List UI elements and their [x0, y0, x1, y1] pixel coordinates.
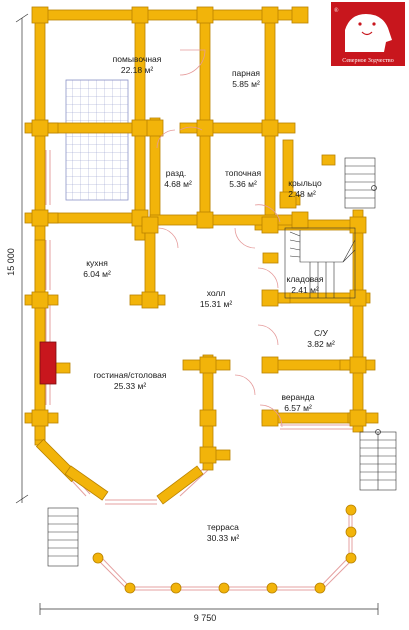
room-name-storage: кладовая	[287, 274, 324, 284]
dimension-width: 9 750	[194, 613, 217, 623]
room-area-bathroom: 3.82 м²	[307, 339, 335, 349]
log-knot-3	[261, 6, 279, 24]
room-area-living: 25.33 м²	[114, 381, 146, 391]
log-knot-24	[349, 356, 367, 374]
log-knot-18	[31, 291, 49, 309]
log-knot-14	[261, 216, 279, 234]
terrace-steps-right	[359, 431, 397, 491]
log-5	[179, 122, 296, 134]
room-area-washroom: 22.18 м²	[121, 65, 153, 75]
log-knot-28	[349, 409, 367, 427]
room-name-living: гостиная/столовая	[93, 370, 166, 380]
door-arcs	[156, 49, 283, 428]
logo-mark: ®	[334, 7, 339, 14]
terrace-post-7	[345, 526, 357, 538]
log-knot-8	[196, 119, 214, 137]
room-name-boiler: топочная	[225, 168, 262, 178]
log-knot-10	[31, 209, 49, 227]
log-knot-17	[279, 191, 297, 209]
log-knot-13	[196, 211, 214, 229]
log-knot-4	[291, 6, 309, 24]
terrace-post-0	[92, 552, 104, 564]
log-knot-6	[131, 119, 149, 137]
log-24	[156, 465, 204, 505]
room-name-sauna: парная	[232, 68, 260, 78]
room-name-washroom: помывочная	[113, 54, 162, 64]
porch-steps	[344, 157, 376, 209]
log-knot-15	[291, 211, 309, 229]
log-knot-27	[261, 409, 279, 427]
dimension-lines	[15, 13, 381, 615]
log-knot-1	[131, 6, 149, 24]
room-name-changing: разд.	[166, 168, 186, 178]
stairs	[284, 227, 356, 299]
room-area-hall: 15.31 м²	[200, 299, 232, 309]
log-4	[264, 14, 276, 139]
room-area-kitchen: 6.04 м²	[83, 269, 111, 279]
logo-brand: Северное Зодчество	[342, 58, 393, 64]
room-labels: помывочная 22.18 м² парная 5.85 м² разд.…	[83, 54, 335, 543]
terrace-post-6	[345, 552, 357, 564]
room-area-changing: 4.68 м²	[164, 179, 192, 189]
room-area-veranda: 6.57 м²	[284, 403, 312, 413]
log-0	[39, 9, 301, 21]
pool-grid	[65, 79, 129, 201]
log-knot-0	[31, 6, 49, 24]
terrace-post-3	[218, 582, 230, 594]
log-23	[64, 465, 109, 501]
room-name-bathroom: С/У	[314, 328, 329, 338]
log-knot-23	[261, 356, 279, 374]
fireplace	[39, 341, 57, 385]
room-name-porch: крыльцо	[288, 178, 322, 188]
log-10	[264, 127, 276, 229]
log-knot-26	[199, 409, 217, 427]
log-knot-12	[141, 216, 159, 234]
room-name-veranda: веранда	[282, 392, 315, 402]
log-28	[321, 154, 336, 166]
room-name-hall: холл	[207, 288, 226, 298]
log-walls	[24, 6, 379, 505]
log-21	[34, 239, 46, 441]
log-knot-2	[196, 6, 214, 24]
terrace-steps-left	[47, 507, 79, 567]
room-area-porch: 2.48 м²	[288, 189, 316, 199]
log-knot-19	[141, 291, 159, 309]
log-knot-29	[199, 446, 217, 464]
terrace-post-5	[314, 582, 326, 594]
dimension-height: 15 000	[6, 248, 16, 276]
brand-logo: ® Северное Зодчество	[331, 2, 405, 66]
log-knot-7	[146, 119, 164, 137]
log-38	[262, 252, 279, 264]
terrace-post-4	[266, 582, 278, 594]
log-knot-16	[349, 216, 367, 234]
terrace-post-1	[124, 582, 136, 594]
room-area-sauna: 5.85 м²	[232, 79, 260, 89]
room-name-terrace: терраса	[207, 522, 239, 532]
terrace-posts	[92, 504, 357, 594]
log-12	[352, 209, 364, 433]
room-area-storage: 2.41 м²	[291, 285, 319, 295]
room-name-kitchen: кухня	[86, 258, 108, 268]
log-knot-22	[199, 356, 217, 374]
terrace-railing	[97, 508, 353, 591]
log-knot-25	[31, 409, 49, 427]
terrace-post-2	[170, 582, 182, 594]
room-area-terrace: 30.33 м²	[207, 533, 239, 543]
log-knot-20	[261, 289, 279, 307]
terrace-post-8	[345, 504, 357, 516]
log-knot-9	[261, 119, 279, 137]
room-area-boiler: 5.36 м²	[229, 179, 257, 189]
log-knot-5	[31, 119, 49, 137]
